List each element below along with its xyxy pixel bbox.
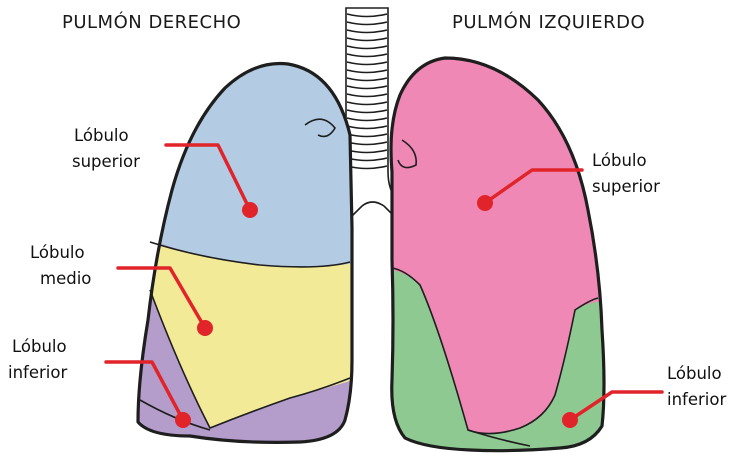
trachea-ring — [347, 110, 387, 113]
trachea-rings — [347, 14, 387, 169]
trachea-ring — [347, 30, 387, 33]
left-lung — [380, 50, 620, 460]
trachea-ring — [347, 22, 387, 25]
marker-left-lower — [562, 412, 578, 428]
left-lower-lobe-label: Lóbulo inferior — [667, 364, 727, 409]
right-lung — [130, 50, 360, 455]
marker-right-upper — [242, 202, 258, 218]
trachea-ring — [347, 118, 387, 121]
trachea-ring — [347, 166, 387, 169]
trachea-ring — [347, 102, 387, 105]
trachea-ring — [347, 150, 387, 153]
right-lower-lobe-label: Lóbulo inferior — [8, 337, 72, 382]
label-line: Lóbulo — [12, 337, 67, 356]
trachea-ring — [347, 46, 387, 49]
label-line: superior — [592, 177, 660, 196]
trachea-ring — [347, 134, 387, 137]
left-lung-heading: PULMÓN IZQUIERDO — [452, 11, 645, 33]
marker-right-lower — [175, 412, 191, 428]
trachea-ring — [347, 62, 387, 65]
label-line: Lóbulo — [74, 126, 129, 145]
right-lung-heading: PULMÓN DERECHO — [62, 11, 241, 33]
label-line: inferior — [8, 363, 67, 382]
label-line: medio — [40, 269, 91, 288]
trachea-ring — [347, 158, 387, 161]
trachea-ring — [347, 126, 387, 129]
trachea-ring — [347, 142, 387, 145]
trachea-ring — [347, 70, 387, 73]
marker-right-middle — [197, 320, 213, 336]
left-upper-lobe-label: Lóbulo superior — [592, 151, 660, 196]
trachea-ring — [347, 38, 387, 41]
label-line: Lóbulo — [667, 364, 722, 383]
label-line: superior — [72, 152, 140, 171]
label-line: Lóbulo — [30, 243, 85, 262]
right-upper-lobe-label: Lóbulo superior — [72, 126, 140, 171]
trachea-ring — [347, 86, 387, 89]
label-line: inferior — [667, 390, 726, 409]
right-middle-lobe-label: Lóbulo medio — [30, 243, 91, 288]
trachea-ring — [347, 78, 387, 81]
marker-left-upper — [477, 195, 493, 211]
trachea-ring — [347, 94, 387, 97]
trachea-ring — [347, 54, 387, 57]
label-line: Lóbulo — [592, 151, 647, 170]
trachea-ring — [347, 14, 387, 17]
